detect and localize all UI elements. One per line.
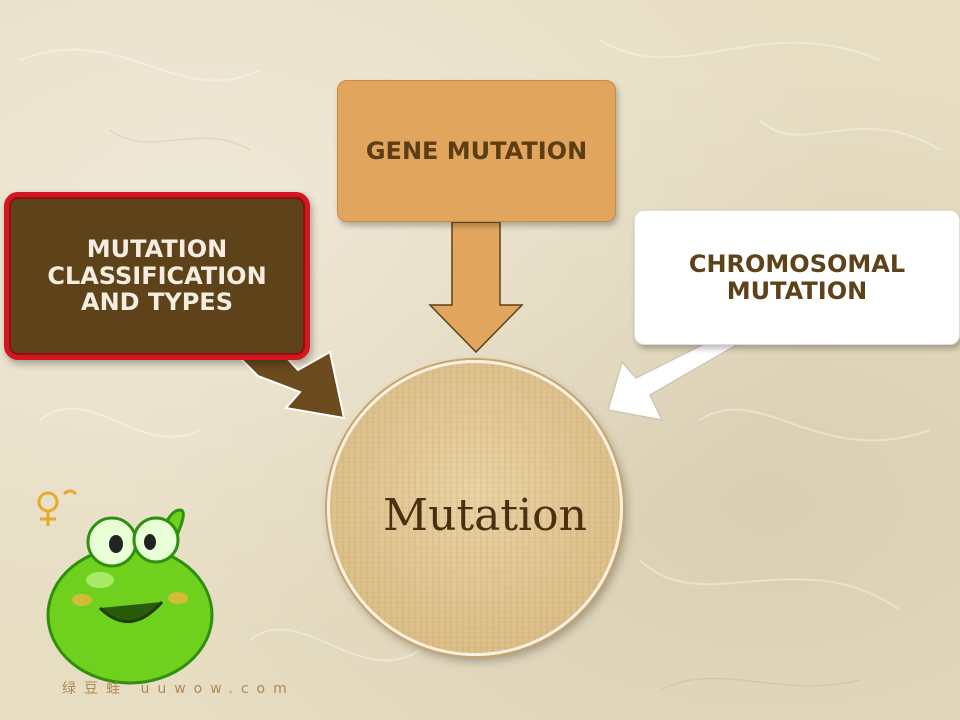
watermark-text: 绿豆蛙 uuwow.com	[62, 681, 295, 697]
gene-mutation-box: GENE MUTATION	[337, 80, 616, 222]
mutation-center-label: Mutation	[383, 489, 587, 541]
frog-mascot-icon	[37, 489, 214, 685]
mutation-classification-label: MUTATION CLASSIFICATION AND TYPES	[47, 235, 267, 317]
female-symbol-icon	[37, 489, 78, 526]
mutation-classification-box: MUTATION CLASSIFICATION AND TYPES	[4, 192, 310, 360]
chromosomal-mutation-box: CHROMOSOMAL MUTATION	[634, 210, 960, 345]
mutation-center-circle: Mutation	[327, 360, 623, 656]
chromosomal-mutation-label: CHROMOSOMAL MUTATION	[688, 250, 906, 305]
gene-mutation-label: GENE MUTATION	[365, 136, 588, 165]
